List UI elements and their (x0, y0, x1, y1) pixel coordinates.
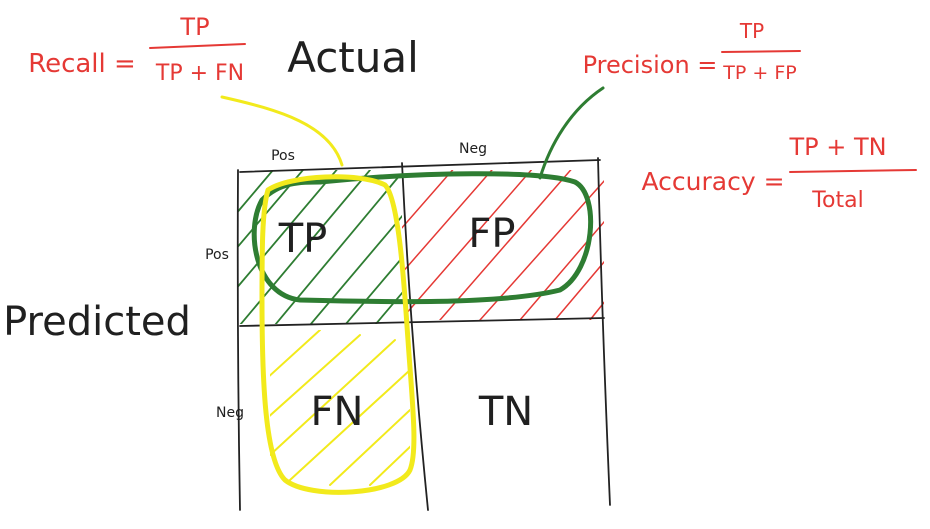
row-neg-label: Neg (216, 405, 244, 421)
predicted-axis-title: Predicted (3, 299, 191, 345)
row-pos-label: Pos (205, 247, 229, 263)
grid-center-vertical-line (401, 162, 429, 511)
grid-middle-horizontal-line (239, 317, 605, 327)
grid-top-line (239, 159, 601, 173)
cell-fp-label: FP (468, 211, 515, 257)
accuracy-fraction-bar (789, 169, 917, 173)
accuracy-formula-numerator: TP + TN (788, 133, 886, 161)
precision-formula-numerator: TP (739, 19, 764, 43)
precision-formula-denominator: TP + FP (722, 62, 796, 84)
grid-right-line (597, 157, 611, 506)
recall-yellow-loop (259, 174, 417, 495)
precision-green-pointer (538, 86, 605, 180)
recall-fraction-bar (149, 43, 246, 49)
recall-formula-lhs: Recall = (28, 49, 136, 79)
grid-left-line (236, 169, 241, 511)
fn-yellow-hatching (270, 330, 410, 486)
precision-formula-lhs: Precision = (583, 51, 718, 79)
matrix-grid (236, 157, 611, 511)
recall-formula-numerator: TP (179, 13, 209, 41)
cell-fn-label: FN (311, 389, 364, 435)
tp-green-hatching (238, 170, 402, 324)
column-pos-label: Pos (271, 148, 295, 164)
column-neg-label: Neg (459, 141, 487, 157)
actual-axis-title: Actual (287, 33, 419, 82)
accuracy-formula-denominator: Total (811, 188, 863, 213)
precision-green-loop (251, 171, 594, 305)
recall-formula-denominator: TP + FN (155, 61, 244, 86)
precision-fraction-bar (721, 50, 801, 53)
cell-tp-label: TP (278, 216, 328, 262)
cell-tn-label: TN (478, 389, 533, 435)
accuracy-formula-lhs: Accuracy = (641, 167, 784, 196)
recall-yellow-pointer (220, 95, 344, 167)
